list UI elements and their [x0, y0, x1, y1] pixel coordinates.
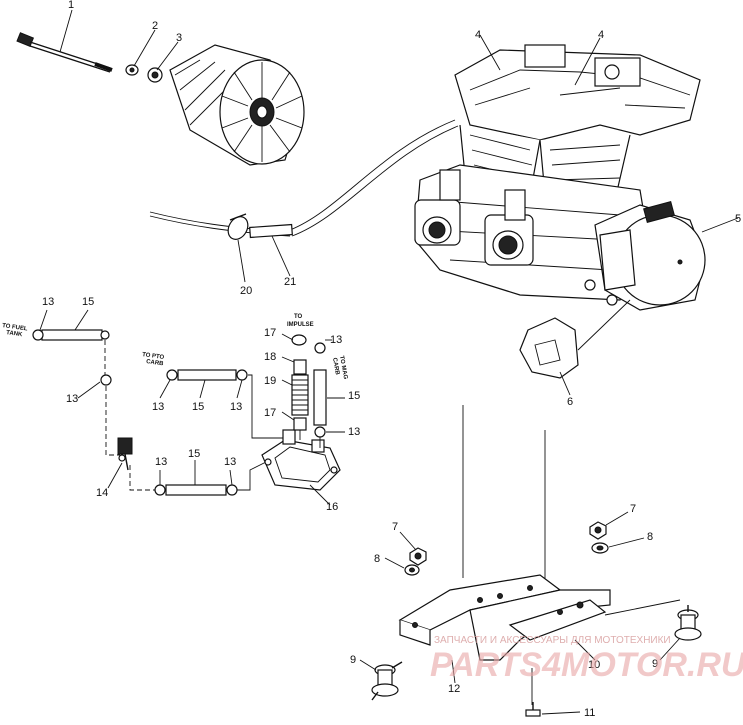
- washer-part: [125, 64, 139, 76]
- carburetor-pto: [414, 199, 461, 246]
- fuel-hose-bottom: [154, 484, 238, 496]
- impulse-hose: [291, 334, 309, 440]
- washer-right: [591, 542, 609, 554]
- leader-14: [107, 462, 123, 489]
- label-to-fuel-tank-1: TO FUEL: [2, 323, 28, 333]
- callout-17b: 17: [264, 407, 276, 419]
- callout-8a: 8: [374, 553, 380, 565]
- callout-13c: 13: [152, 401, 164, 413]
- callout-7a: 7: [392, 521, 398, 533]
- callout-13e: 13: [155, 456, 167, 468]
- fuel-hose-pto: [166, 369, 248, 381]
- callout-8b: 8: [647, 531, 653, 543]
- rubber-mount-right: [674, 605, 702, 641]
- label-to-pto-carb-1: TO PTO: [142, 352, 165, 361]
- leader-21: [271, 235, 291, 277]
- recoil-handle: [519, 299, 631, 379]
- callout-13b: 13: [66, 393, 78, 405]
- leader-3: [156, 41, 179, 71]
- leader-1: [59, 9, 73, 53]
- leader-2: [133, 29, 156, 67]
- callout-2: 2: [152, 20, 158, 32]
- callout-18: 18: [264, 351, 276, 363]
- clutch-assembly: [169, 44, 305, 166]
- callout-15b: 15: [192, 401, 204, 413]
- label-to-mag-carb-2: CARB: [331, 357, 340, 376]
- leader-4a: [479, 34, 501, 71]
- fuel-hose-mag: [313, 342, 327, 448]
- nut-left: [409, 547, 427, 566]
- label-to-impulse-2: IMPULSE: [287, 322, 314, 328]
- fuel-hose-tank: [32, 329, 110, 341]
- washer-left: [404, 564, 420, 576]
- callout-13g: 13: [330, 334, 342, 346]
- callout-14: 14: [96, 487, 108, 499]
- callout-16: 16: [326, 501, 338, 513]
- callout-15c: 15: [188, 448, 200, 460]
- callout-15d: 15: [348, 390, 360, 402]
- callout-13f: 13: [224, 456, 236, 468]
- watermark: ЗАПЧАСТИ И АКСЕССУАРЫ ДЛЯ МОТОТЕХНИКИ PA…: [430, 635, 743, 684]
- leader-6: [559, 371, 571, 396]
- callout-21: 21: [284, 276, 296, 288]
- callout-11: 11: [584, 707, 595, 719]
- leader-16: [309, 484, 331, 506]
- callout-20: 20: [240, 285, 252, 297]
- cable-routing: [149, 119, 459, 239]
- callout-9b: 9: [652, 658, 658, 670]
- callout-6: 6: [567, 396, 573, 408]
- callout-15a: 15: [82, 296, 94, 308]
- watermark-brand: PARTS4MOTOR.RU: [430, 646, 743, 684]
- label-to-impulse-1: TO: [294, 314, 303, 320]
- leader-20: [237, 239, 246, 283]
- carburetor-mag: [484, 214, 534, 266]
- callout-13d: 13: [230, 401, 242, 413]
- watermark-tagline: ЗАПЧАСТИ И АКСЕССУАРЫ ДЛЯ МОТОТЕХНИКИ: [434, 635, 671, 646]
- callout-10: 10: [588, 659, 600, 671]
- callout-13a: 13: [42, 296, 54, 308]
- callout-12: 12: [448, 683, 460, 695]
- nut-part: [147, 67, 163, 83]
- callout-19: 19: [264, 375, 276, 387]
- fuel-filter: [117, 437, 133, 471]
- recoil-housing: [594, 201, 706, 311]
- bolt-part: [16, 32, 113, 73]
- label-to-fuel-tank-2: TANK: [6, 330, 24, 338]
- callout-7b: 7: [630, 503, 636, 515]
- leader-4b: [574, 37, 601, 86]
- fuel-pump: [261, 429, 341, 491]
- callout-9a: 9: [350, 654, 356, 666]
- label-to-mag-carb-1: TO MAG: [338, 355, 348, 380]
- label-to-pto-carb-2: CARB: [146, 359, 165, 367]
- callout-3: 3: [176, 32, 182, 44]
- callout-labels: 1 2 3 4 4 5 6 7 7 8 8 9 9 10 11 12 13 13…: [42, 0, 741, 719]
- fuel-line-dashed: [100, 340, 120, 456]
- callout-1: 1: [68, 0, 74, 11]
- mounting-bracket: [398, 574, 611, 661]
- callout-13h: 13: [348, 426, 360, 438]
- cable-clamp: [227, 213, 249, 240]
- callout-4a: 4: [475, 29, 481, 41]
- engine-block: [414, 44, 706, 311]
- callout-5: 5: [735, 213, 741, 225]
- nut-right: [589, 521, 607, 540]
- bottom-bolt: [525, 702, 541, 717]
- hose-routing-labels: TO FUEL TANK TO PTO CARB TO IMPULSE TO M…: [2, 314, 348, 380]
- leader-5: [701, 217, 739, 233]
- callout-4b: 4: [598, 29, 604, 41]
- rubber-mount-left: [371, 661, 403, 701]
- callout-17a: 17: [264, 327, 276, 339]
